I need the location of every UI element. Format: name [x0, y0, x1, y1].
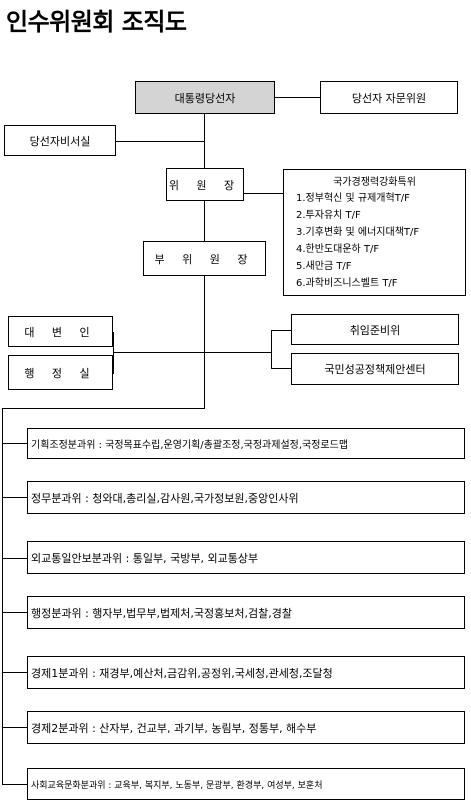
connector-sub-4 — [2, 612, 27, 613]
connector-right-to-prep — [271, 330, 291, 331]
page-title: 인수위원회 조직도 — [6, 8, 187, 36]
tf-item: 3.기후변화 및 에너지대책T/F — [296, 227, 420, 238]
inauguration-prep-box: 취임준비위 — [291, 314, 459, 345]
tf-item: 2.투자유치 T/F — [296, 210, 361, 221]
connector-left-branch-v — [113, 332, 114, 374]
connector-sub-7 — [2, 784, 27, 785]
connector-right-branch-v — [271, 330, 272, 368]
subcommittee-economy2: 경제2분과위 : 산자부, 건교부, 과기부, 농림부, 정통부, 해수부 — [27, 711, 465, 744]
tf-item: 4.한반도대운하 T/F — [296, 244, 380, 255]
connector-sub-3 — [2, 558, 27, 559]
people-policy-center-box: 국민성공정책제안센터 — [291, 353, 459, 385]
connector-secretariat — [116, 141, 205, 142]
president-elect-box: 대통령당선자 — [135, 81, 275, 114]
connector-sub-v — [2, 408, 3, 784]
connector-sub-1 — [2, 443, 27, 444]
secretariat-box: 당선자비서실 — [4, 125, 116, 156]
tf-item: 1.정부혁신 및 규제개혁T/F — [296, 193, 410, 204]
subcommittee-administration: 행정분과위 : 행자부,법무부,법제처,국정홍보처,검찰,경찰 — [27, 596, 465, 629]
subcommittee-social-edu-culture: 사회교육문화분과위 : 교육부, 복지부, 노동부, 문광부, 환경부, 여성부… — [27, 768, 465, 800]
vice-chair-box: 부 위 원 장 — [143, 241, 266, 276]
connector-president-advisory — [275, 97, 320, 98]
subcommittee-foreign-security: 외교통일안보분과위 : 통일부, 국방부, 외교통상부 — [27, 541, 465, 574]
connector-chair-tf — [244, 193, 283, 194]
spokesperson-box: 대 변 인 — [8, 316, 113, 347]
subcommittee-planning: 기획조정분과위 : 국정목표수립,운영기획/총괄조정,국정과제설정,국정로드맵 — [27, 428, 465, 459]
connector-sub-6 — [2, 727, 27, 728]
tf-item: 6.과학비즈니스벨트 T/F — [296, 278, 398, 289]
chair-box: 위 원 장 — [166, 168, 244, 201]
admin-office-box: 행 정 실 — [8, 355, 113, 390]
connector-sub-2 — [2, 497, 27, 498]
connector-left-branch-h — [113, 352, 205, 353]
subcommittee-political: 정무분과위 : 청와대,총리실,감사원,국가정보원,중앙인사위 — [27, 481, 465, 514]
connector-right-branch-h — [205, 352, 271, 353]
connector-sub-h — [2, 408, 205, 409]
connector-sub-5 — [2, 672, 27, 673]
competitiveness-tf-box: 국가경쟁력강화특위 1.정부혁신 및 규제개혁T/F 2.투자유치 T/F 3.… — [283, 169, 466, 296]
advisory-box: 당선자 자문위원 — [320, 81, 458, 114]
tf-item: 5.새만금 T/F — [296, 261, 352, 272]
subcommittee-economy1: 경제1분과위 : 재경부,예산처,금감위,공정위,국세청,관세청,조달청 — [27, 656, 465, 689]
tf-title: 국가경쟁력강화특위 — [333, 177, 416, 188]
connector-right-to-center — [271, 368, 291, 369]
